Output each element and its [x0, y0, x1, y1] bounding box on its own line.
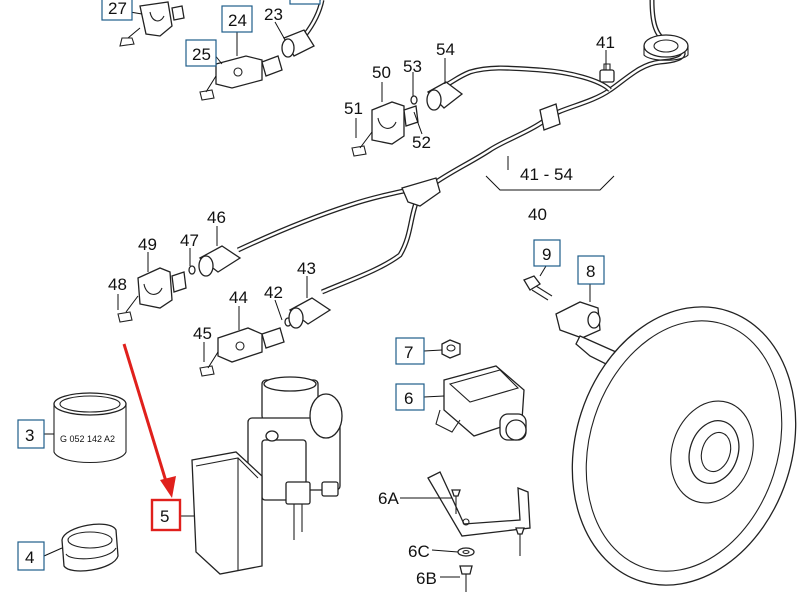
label-42: 42 [264, 283, 283, 302]
label-41: 41 [596, 33, 615, 52]
label-24: 24 [228, 11, 247, 30]
label-40: 40 [528, 205, 547, 224]
clip-41 [599, 63, 615, 83]
label-6C: 6C [408, 542, 430, 561]
label-50: 50 [372, 63, 391, 82]
harness-junction [401, 177, 441, 207]
label-43: 43 [297, 259, 316, 278]
label-51: 51 [344, 99, 363, 118]
label-27: 27 [108, 0, 127, 18]
screw-6B [459, 565, 473, 592]
connector-group-46-49 [117, 245, 242, 323]
label-49: 49 [138, 235, 157, 254]
rubber-ring-3: G 052 142 A2 [53, 392, 127, 464]
label-41-54: 41 - 54 [520, 165, 573, 184]
label-44: 44 [229, 288, 248, 307]
label-4: 4 [25, 548, 34, 567]
label-8: 8 [586, 262, 595, 281]
abs-control-unit [191, 376, 343, 575]
leader-lines [43, 11, 615, 578]
speed-sensor-8 [555, 301, 617, 367]
label-47: 47 [180, 231, 199, 250]
ring-part-code: G 052 142 A2 [60, 434, 115, 444]
bracket-6A [427, 471, 531, 556]
washer-6C [457, 547, 475, 557]
label-5: 5 [160, 507, 169, 526]
label-6: 6 [404, 389, 413, 408]
connector-group-50-54 [351, 81, 561, 157]
highlight-arrow [122, 343, 176, 498]
connector-group-top [119, 1, 315, 101]
connector-group-42-45 [199, 297, 332, 377]
label-9: 9 [542, 245, 551, 264]
grommet-4 [61, 523, 119, 572]
label-6A: 6A [378, 489, 399, 508]
label-46: 46 [207, 208, 226, 227]
bolt-9 [523, 275, 553, 301]
label-5-highlight-box [150, 498, 182, 532]
label-6B: 6B [416, 569, 437, 588]
yaw-sensor [435, 365, 527, 441]
label-7: 7 [404, 343, 413, 362]
label-54: 54 [436, 40, 455, 59]
brake-disc [571, 306, 797, 586]
label-52: 52 [412, 133, 431, 152]
label-48: 48 [108, 275, 127, 294]
label-53: 53 [403, 57, 422, 76]
part-labels: 27 24 23 25 54 41 50 53 51 52 41 - 54 40… [17, 0, 615, 588]
label-23: 23 [264, 5, 283, 24]
label-3: 3 [25, 426, 34, 445]
nut-7 [441, 339, 461, 359]
label-45: 45 [193, 324, 212, 343]
grommet-41 [643, 34, 689, 61]
label-25: 25 [192, 45, 211, 64]
